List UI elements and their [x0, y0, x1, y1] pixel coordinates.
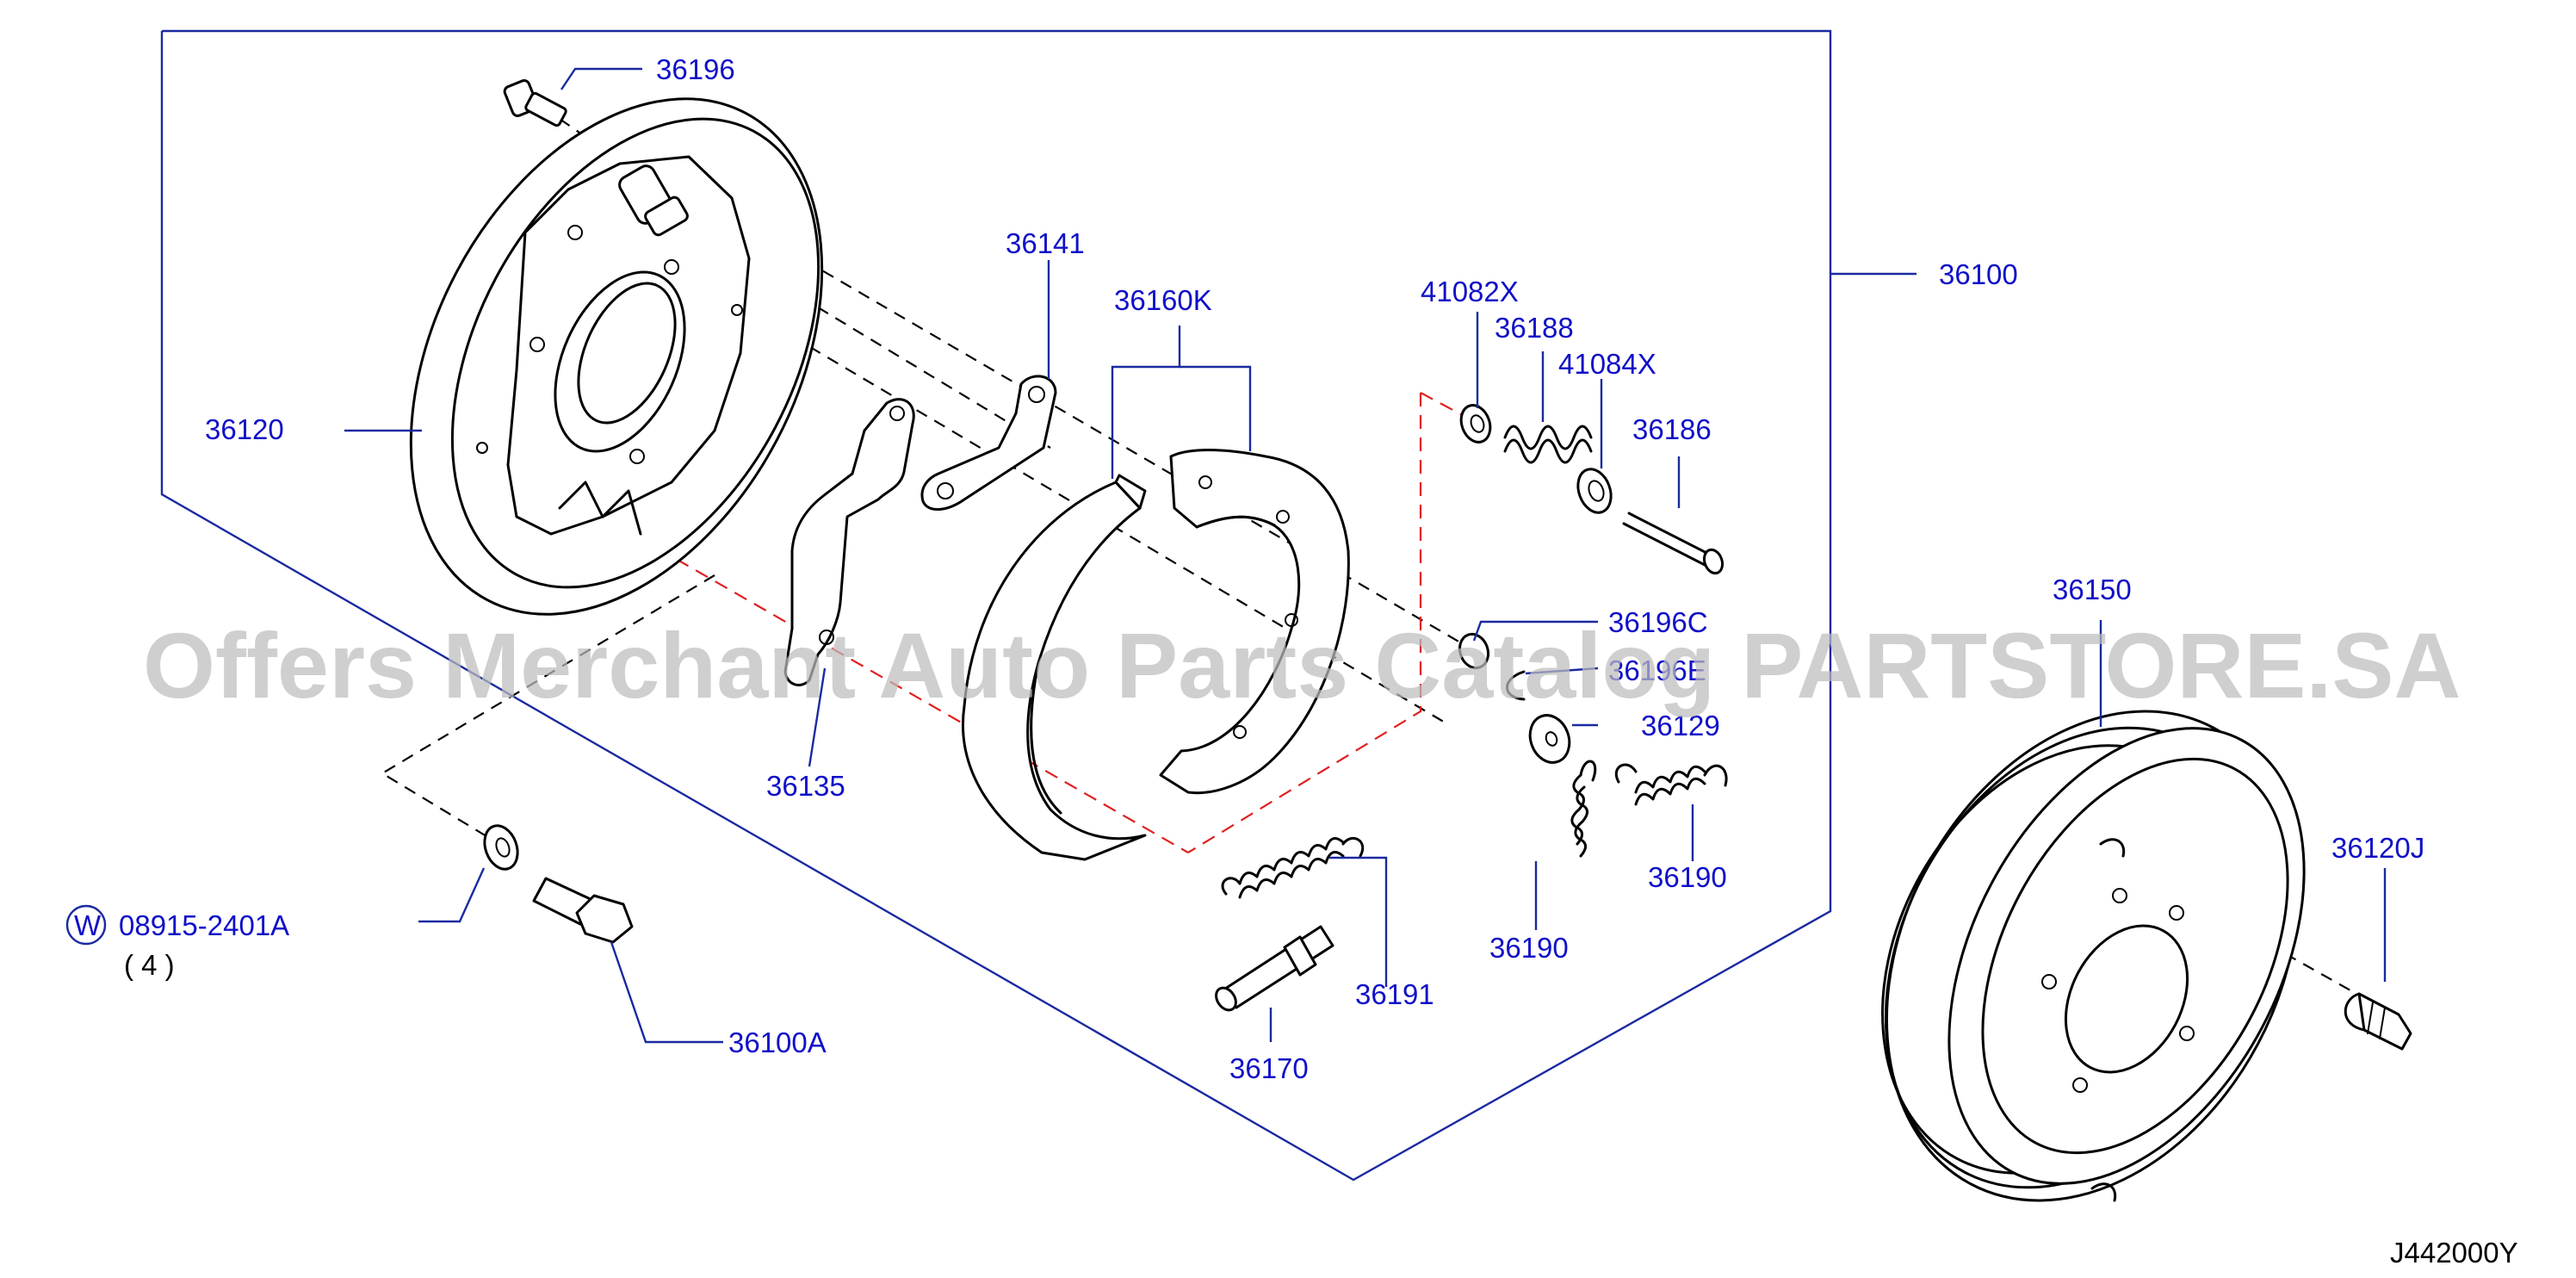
assembly-frame — [160, 29, 1832, 1182]
plug-icon — [2344, 992, 2412, 1051]
return-spring-icon — [1570, 760, 1597, 858]
washer-icon — [1528, 714, 1571, 764]
spring-cup-icon — [1459, 404, 1492, 444]
spring-icon — [1503, 425, 1593, 464]
part-label-36120[interactable]: 36120 — [205, 413, 284, 445]
adjuster-strut-icon — [920, 375, 1057, 511]
watermark-text: Offers Merchant Auto Parts Catalog PARTS… — [143, 613, 2461, 717]
part-label-36196E[interactable]: 36196E — [1608, 655, 1706, 686]
part-label-36120J[interactable]: 36120J — [2331, 832, 2424, 864]
w-symbol: W — [74, 909, 102, 941]
part-label-36190-left[interactable]: 36190 — [1489, 932, 1569, 964]
part-label-36141[interactable]: 36141 — [1006, 227, 1085, 259]
part-label-36135[interactable]: 36135 — [766, 770, 845, 802]
washer-icon — [483, 824, 519, 871]
clip-icon — [1506, 670, 1526, 701]
part-labels: 36196 36120 36141 36160K 41082X 36188 41… — [65, 53, 2424, 1084]
part-label-36190-right[interactable]: 36190 — [1648, 861, 1727, 893]
part-label-36188[interactable]: 36188 — [1495, 312, 1574, 344]
backing-plate-icon — [409, 97, 824, 616]
brake-drum-icon — [1881, 710, 2306, 1202]
part-label-36150[interactable]: 36150 — [2053, 574, 2132, 605]
part-label-41082X[interactable]: 41082X — [1421, 276, 1519, 307]
part-label-08915-2401A[interactable]: 08915-2401A — [119, 909, 289, 941]
retainer-icon — [1576, 468, 1613, 514]
adjuster-icon — [1215, 925, 1334, 1012]
part-label-36100A[interactable]: 36100A — [728, 1027, 827, 1058]
parking-lever-icon — [783, 398, 915, 686]
stud-bolt-icon — [503, 79, 567, 127]
bolt-icon — [532, 877, 634, 944]
hold-down-pin-icon — [1622, 512, 1725, 575]
part-label-36129[interactable]: 36129 — [1641, 710, 1720, 741]
part-label-36196C[interactable]: 36196C — [1608, 606, 1708, 638]
part-label-36196[interactable]: 36196 — [656, 53, 735, 85]
adjuster-spring-icon — [1221, 837, 1364, 899]
leader-lines — [344, 67, 2387, 1044]
brake-shoe-icon — [962, 449, 1350, 861]
part-label-36100[interactable]: 36100 — [1939, 258, 2018, 290]
diagram-code: J442000Y — [2390, 1237, 2518, 1269]
return-spring-icon — [1615, 763, 1728, 806]
part-label-41084X[interactable]: 41084X — [1558, 348, 1656, 380]
quantity-label: ( 4 ) — [124, 949, 175, 981]
w-symbol-circle — [65, 904, 107, 946]
part-label-36170[interactable]: 36170 — [1229, 1052, 1309, 1084]
washer-icon — [1458, 632, 1490, 670]
part-label-36160K[interactable]: 36160K — [1114, 284, 1212, 316]
part-label-36186[interactable]: 36186 — [1632, 413, 1712, 445]
part-label-36191[interactable]: 36191 — [1355, 978, 1434, 1010]
